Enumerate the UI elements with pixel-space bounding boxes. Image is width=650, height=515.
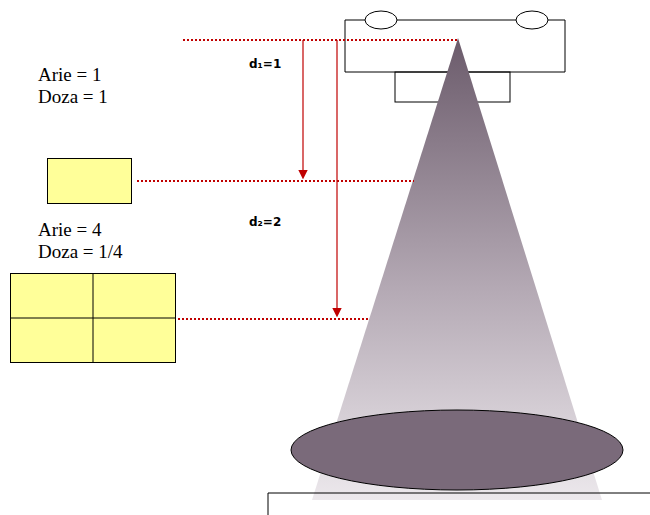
area-dose-text: Arie = 4 [38,219,123,241]
distance-label: d₂=2 [249,215,281,229]
area-dose-text: Doza = 1 [38,86,108,108]
area-square: Arie = 1Doza = 1 [38,64,108,108]
grid-lines [10,273,176,363]
area-dose-text: Arie = 1 [38,64,108,86]
distance-lines [137,40,458,319]
table [268,493,650,515]
film-square [10,273,176,363]
distance-arrows [303,40,337,315]
area-dose-text: Doza = 1/4 [38,241,123,263]
distance-label: d₁=1 [249,57,281,71]
patient-body [291,410,623,490]
area-square: Arie = 4Doza = 1/4 [38,219,123,263]
film-square [47,158,132,204]
